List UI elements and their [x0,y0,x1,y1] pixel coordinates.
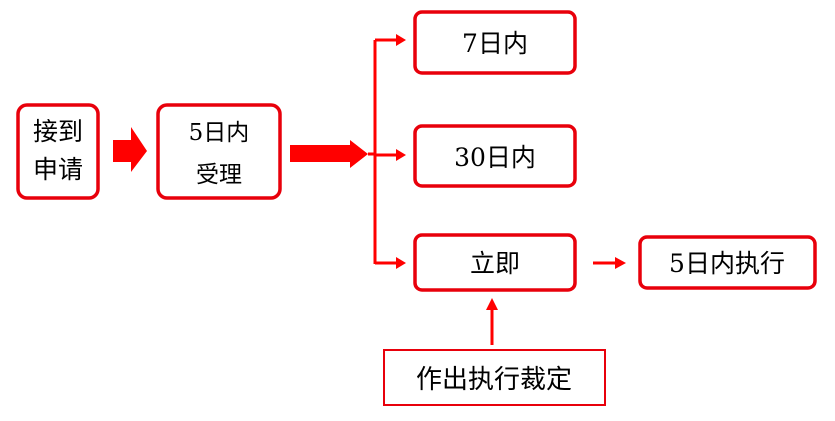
branch-connector [368,34,406,269]
node-immediate: 立即 [413,233,577,292]
node-immediate-label: 立即 [470,249,520,278]
node-within-30-days: 30日内 [413,124,577,188]
node-receive-line1: 接到 [33,117,83,146]
node-accept: 5日内 受理 [156,103,282,200]
arrow-to-execute [593,257,626,269]
node-execute-within-5-days: 5日内执行 [638,235,817,290]
node-receive-application: 接到 申请 [16,103,100,200]
arrow-1 [113,127,147,172]
node-accept-line1: 5日内 [189,120,250,146]
arrow-2 [290,140,368,168]
node-accept-line2: 受理 [196,162,242,188]
node-within7-label: 7日内 [462,29,528,58]
node-receive-line2: 申请 [33,155,83,184]
node-within-7-days: 7日内 [413,10,577,75]
arrow-up-from-ruling [486,298,498,345]
node-ruling: 作出执行裁定 [383,349,606,406]
node-ruling-label: 作出执行裁定 [416,365,572,395]
node-execute5-label: 5日内执行 [669,249,785,278]
node-within30-label: 30日内 [454,143,536,172]
